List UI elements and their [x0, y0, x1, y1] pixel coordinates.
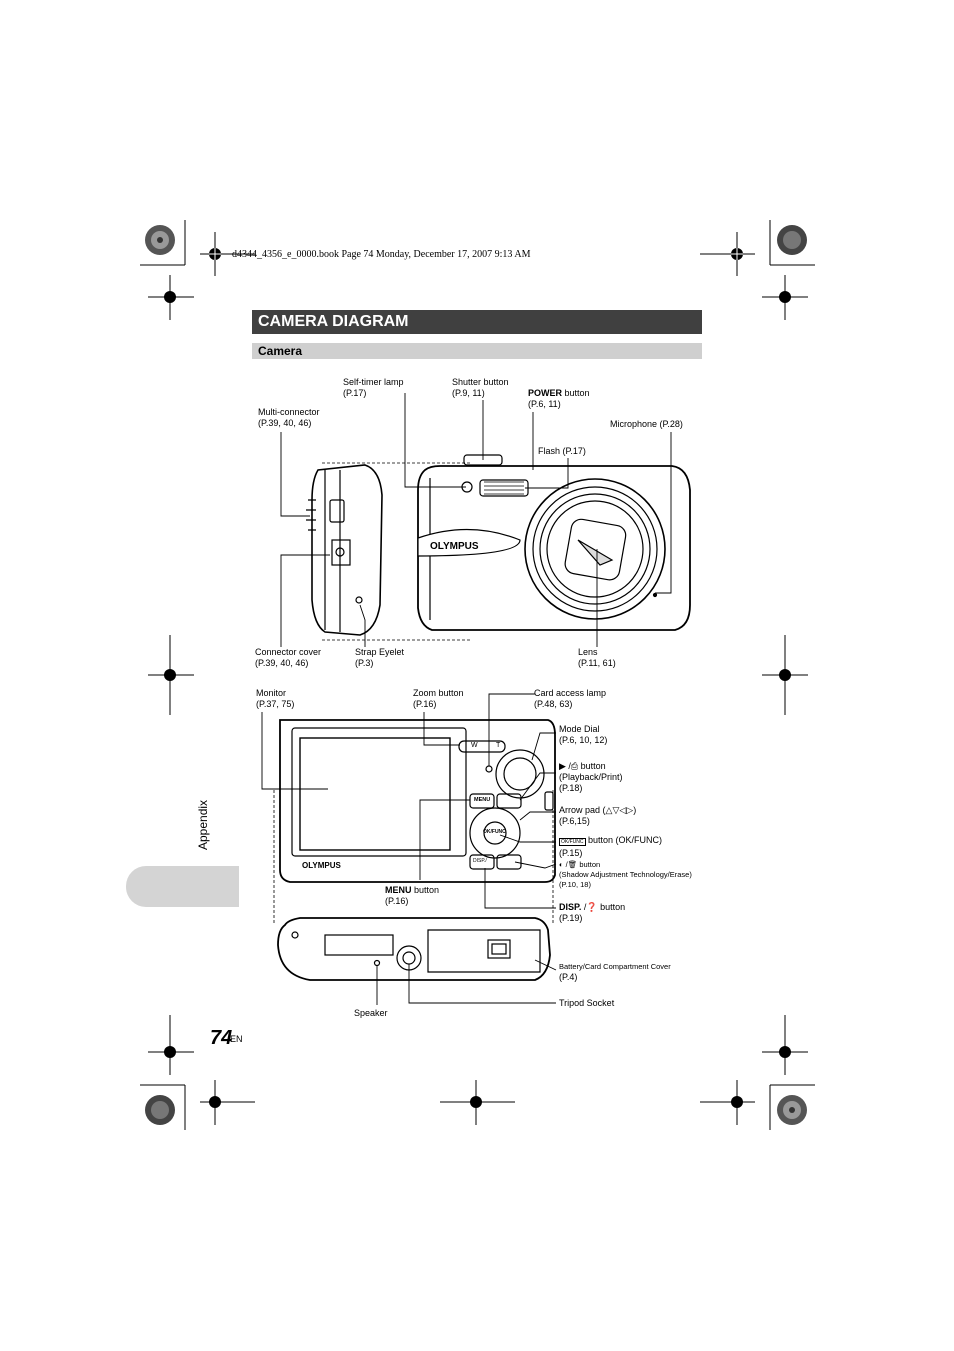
file-info-header: d4344_4356_e_0000.book Page 74 Monday, D… [232, 249, 531, 260]
label-connector-cover: Connector cover(P.39, 40, 46) [255, 647, 322, 668]
label-playback: ▶ /⎙ button (Playback/Print)(P.18) [559, 761, 623, 793]
label-battery: Battery/Card Compartment Cover (P.4) [559, 962, 671, 982]
label-card-access: Card access lamp(P.48, 63) [534, 688, 607, 709]
label-mode-dial: Mode Dial(P.6, 10, 12) [559, 724, 608, 745]
back-brand-logo: OLYMPUS [302, 861, 341, 870]
label-lens: Lens(P.11, 61) [578, 647, 616, 668]
shadow-erase-icon: ◐ /🗑 [559, 860, 578, 869]
appendix-tab [126, 866, 239, 907]
label-power: POWER button (P.6, 11) [528, 388, 590, 409]
section-subtitle: Camera [252, 343, 702, 359]
okfunc-icon: OK/FUNC [559, 838, 586, 846]
label-menu: MENU button (P.16) [385, 885, 440, 906]
label-speaker: Speaker [354, 1008, 388, 1018]
help-icon: /❓ [581, 902, 598, 912]
label-self-timer: Self-timer lamp(P.17) [343, 377, 404, 398]
label-microphone: Microphone (P.28) [610, 419, 683, 429]
label-multi-connector: Multi-connector(P.39, 40, 46) [258, 407, 320, 428]
playback-icon: ▶ /⎙ [559, 761, 579, 771]
label-tripod: Tripod Socket [559, 998, 615, 1008]
appendix-label: Appendix [196, 799, 210, 850]
camera-menu-label: MENU [474, 797, 491, 803]
label-strap-eyelet: Strap Eyelet(P.3) [355, 647, 405, 668]
camera-disp-label: DISP./ [473, 858, 487, 864]
arrow-icons: △▽◁▷ [605, 805, 634, 815]
label-shutter: Shutter button(P.9, 11) [452, 377, 509, 398]
label-ok-func: OK/FUNC button (OK/FUNC) (P.15) [559, 835, 663, 858]
label-shadow: ◐ /🗑 button (Shadow Adjustment Technolog… [559, 860, 692, 889]
label-monitor: Monitor(P.37, 75) [256, 688, 295, 709]
zoom-w-label: W [471, 742, 478, 749]
label-zoom: Zoom button(P.16) [413, 688, 464, 709]
front-brand-logo: OLYMPUS [430, 541, 479, 552]
section-title: CAMERA DIAGRAM [252, 310, 702, 334]
label-disp: DISP. /❓ button (P.19) [559, 902, 626, 923]
camera-okfunc-label: OK/FUNC [483, 829, 506, 835]
label-arrow-pad: Arrow pad (△▽◁▷) (P.6,15) [559, 805, 637, 826]
zoom-t-label: T [496, 742, 501, 749]
label-flash: Flash (P.17) [538, 446, 586, 456]
page-lang: EN [230, 1034, 243, 1044]
page-number: 74 [210, 1027, 233, 1049]
